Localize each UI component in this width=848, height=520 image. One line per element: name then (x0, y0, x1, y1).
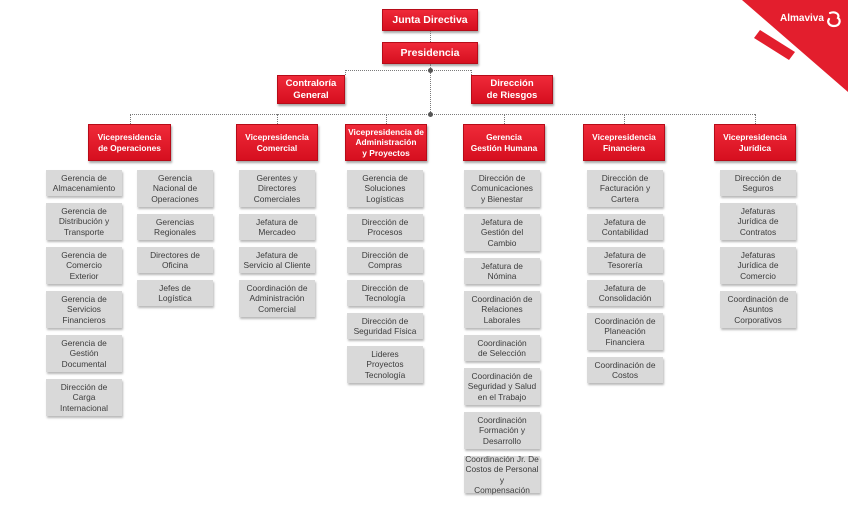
node-unit-administracion-0-1: Dirección de Procesos (347, 214, 423, 240)
node-unit-humana-0-4: Coordinación de Selección (464, 335, 540, 361)
node-unit-humana-0-7: Coordinación Jr. De Costos de Personal y… (464, 454, 540, 495)
connector-vp-operaciones (129, 114, 131, 124)
connector-vp-bus (129, 114, 755, 115)
node-unit-juridica-0-1: Jefaturas Jurídica de Contratos (720, 203, 796, 240)
connector-vp-administracion (386, 114, 387, 124)
node-vp-operaciones: Vicepresidencia de Operaciones (88, 124, 171, 161)
node-unit-administracion-0-4: Dirección de Seguridad Física (347, 313, 423, 339)
node-unit-operaciones-1-3: Jefes de Logística (137, 280, 213, 306)
node-unit-comercial-0-1: Jefatura de Mercadeo (239, 214, 315, 240)
node-unit-juridica-0-2: Jefaturas Jurídica de Comercio (720, 247, 796, 284)
node-unit-operaciones-1-2: Directores de Oficina (137, 247, 213, 273)
connector-staff-left (345, 70, 346, 75)
node-unit-financiera-0-0: Dirección de Facturación y Cartera (587, 170, 663, 207)
node-unit-comercial-0-0: Gerentes y Directores Comerciales (239, 170, 315, 207)
brand-name: Almaviva (780, 13, 824, 24)
node-unit-operaciones-0-5: Dirección de Carga Internacional (46, 379, 122, 416)
node-unit-humana-0-5: Coordinación de Seguridad y Salud en el … (464, 368, 540, 405)
node-unit-financiera-0-1: Jefatura de Contabilidad (587, 214, 663, 240)
node-unit-comercial-0-3: Coordinación de Administración Comercial (239, 280, 315, 317)
connector-staff (345, 70, 471, 71)
node-unit-administracion-0-0: Gerencia de Soluciones Logísticas (347, 170, 423, 207)
connector-trunk (430, 64, 431, 114)
node-unit-financiera-0-3: Jefatura de Consolidación (587, 280, 663, 306)
node-unit-humana-0-3: Coordinación de Relaciones Laborales (464, 291, 540, 328)
node-unit-humana-0-2: Jefatura de Nómina (464, 258, 540, 284)
connector-staff-right (471, 70, 472, 75)
connector-vp-comercial (277, 114, 278, 124)
node-unit-operaciones-1-0: Gerencia Nacional de Operaciones (137, 170, 213, 207)
connector-board-presidency (430, 31, 431, 42)
connector-junction (427, 67, 433, 73)
node-staff-riesgos: Dirección de Riesgos (471, 75, 553, 104)
brand-logo-icon (827, 11, 841, 28)
node-vp-humana: Gerencia Gestión Humana (463, 124, 545, 161)
node-unit-operaciones-1-1: Gerencias Regionales (137, 214, 213, 240)
connector-vp-financiera (624, 114, 625, 124)
node-unit-administracion-0-2: Dirección de Compras (347, 247, 423, 273)
node-presidency: Presidencia (382, 42, 478, 64)
node-unit-juridica-0-3: Coordinación de Asuntos Corporativos (720, 291, 796, 328)
node-unit-financiera-0-5: Coordinación de Costos (587, 357, 663, 383)
connector-vp-juridica (755, 114, 756, 124)
connector-junction (427, 111, 433, 117)
connector-vp-humana (504, 114, 505, 124)
node-unit-humana-0-1: Jefatura de Gestión del Cambio (464, 214, 540, 251)
node-vp-juridica: Vicepresidencia Jurídica (714, 124, 796, 161)
node-unit-juridica-0-0: Dirección de Seguros (720, 170, 796, 196)
node-unit-operaciones-0-3: Gerencia de Servicios Financieros (46, 291, 122, 328)
node-unit-operaciones-0-1: Gerencia de Distribución y Transporte (46, 203, 122, 240)
node-unit-humana-0-0: Dirección de Comunicaciones y Bienestar (464, 170, 540, 207)
node-vp-financiera: Vicepresidencia Financiera (583, 124, 665, 161)
node-staff-contraloria: Contraloría General (277, 75, 345, 104)
node-unit-administracion-0-5: Lideres Proyectos Tecnología (347, 346, 423, 383)
node-unit-administracion-0-3: Dirección de Tecnología (347, 280, 423, 306)
node-unit-comercial-0-2: Jefatura de Servicio al Cliente (239, 247, 315, 273)
node-unit-humana-0-6: Coordinación Formación y Desarrollo (464, 412, 540, 449)
node-vp-administracion: Vicepresidencia de Administración y Proy… (345, 124, 427, 161)
node-board: Junta Directiva (382, 9, 478, 31)
node-unit-operaciones-0-2: Gerencia de Comercio Exterior (46, 247, 122, 284)
node-unit-operaciones-0-0: Gerencia de Almacenamiento (46, 170, 122, 196)
node-unit-financiera-0-2: Jefatura de Tesorería (587, 247, 663, 273)
node-vp-comercial: Vicepresidencia Comercial (236, 124, 318, 161)
node-unit-operaciones-0-4: Gerencia de Gestión Documental (46, 335, 122, 372)
node-unit-financiera-0-4: Coordinación de Planeación Financiera (587, 313, 663, 350)
